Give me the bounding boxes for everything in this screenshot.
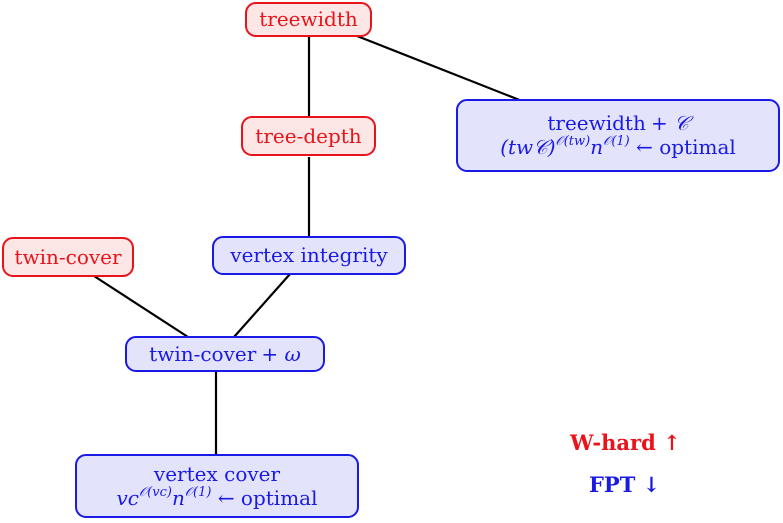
node-twin-cover-omega-label: twin-cover <box>149 341 257 366</box>
node-twin-cover-label: twin-cover <box>14 244 122 269</box>
node-treewidth-c-formula: (tw𝒞)𝒪(tw)n𝒪(1) ← optimal <box>500 134 736 159</box>
node-vertex-cover-mid: n <box>171 485 185 510</box>
node-twin-cover: twin-cover <box>2 237 134 277</box>
node-tree-depth-label: tree-depth <box>255 123 362 148</box>
node-vertex-cover-formula: vc𝒪(vc)n𝒪(1) ← optimal <box>116 484 318 510</box>
node-vertex-integrity-label: vertex integrity <box>230 243 388 267</box>
node-treewidth-c-suffix: + 𝒞 <box>650 111 689 135</box>
edge-twin-cover-twin-cover-omega <box>93 275 189 338</box>
node-treewidth-c-base: (tw𝒞) <box>500 135 556 159</box>
node-twin-cover-omega: twin-cover + ω <box>125 336 325 372</box>
node-vertex-cover: vertex cover vc𝒪(vc)n𝒪(1) ← optimal <box>75 454 359 518</box>
edge-vertex-integrity-twin-cover-omega <box>233 273 291 338</box>
node-tree-depth: tree-depth <box>241 116 376 156</box>
node-treewidth-c-mid: n <box>590 135 604 159</box>
node-treewidth-label: treewidth <box>259 7 358 31</box>
node-treewidth-c: treewidth + 𝒞 (tw𝒞)𝒪(tw)n𝒪(1) ← optimal <box>456 99 780 172</box>
edge-treewidth-treewidth-c <box>356 34 523 103</box>
node-twin-cover-omega-suffix: + ω <box>261 341 301 366</box>
node-vertex-cover-tail: ← optimal <box>217 485 318 510</box>
node-treewidth: treewidth <box>245 2 372 37</box>
node-treewidth-c-exp1: 𝒪(tw) <box>555 134 591 149</box>
node-vertex-cover-exp2: 𝒪(1) <box>184 484 212 500</box>
node-treewidth-c-label: treewidth <box>547 111 646 135</box>
node-twin-cover-omega-title: twin-cover + ω <box>149 341 301 366</box>
node-vertex-integrity: vertex integrity <box>212 236 406 275</box>
legend-w-hard: W-hard ↑ <box>570 430 681 455</box>
node-treewidth-c-tail: ← optimal <box>636 135 736 159</box>
node-treewidth-c-title: treewidth + 𝒞 <box>547 112 688 135</box>
node-treewidth-c-exp2: 𝒪(1) <box>603 134 630 149</box>
node-vertex-cover-label: vertex cover <box>153 461 281 486</box>
node-vertex-cover-base: vc <box>116 485 139 510</box>
legend-fpt: FPT ↓ <box>589 472 661 497</box>
node-vertex-cover-exp1: 𝒪(vc) <box>138 484 172 500</box>
